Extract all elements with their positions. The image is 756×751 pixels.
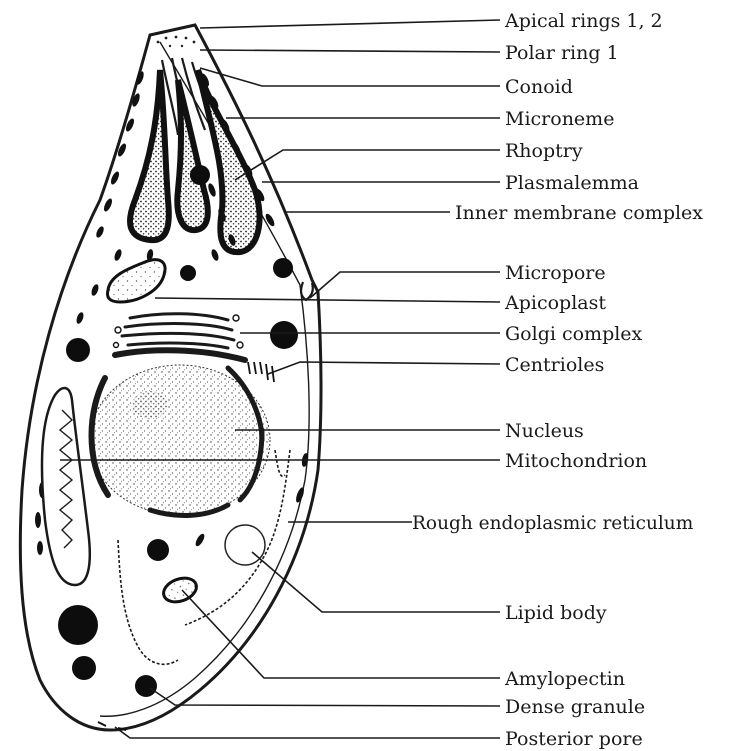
centrioles-shape (248, 362, 274, 382)
label-rhoptry: Rhoptry (505, 140, 583, 162)
apicoplast-shape (108, 260, 166, 302)
label-lipid-body: Lipid body (505, 602, 607, 624)
label-polar-ring: Polar ring 1 (505, 42, 619, 64)
label-inner-membrane-complex: Inner membrane complex (455, 202, 703, 224)
label-posterior-pore: Posterior pore (505, 728, 643, 750)
amylopectin-shape (160, 574, 199, 606)
label-mitochondrion: Mitochondrion (505, 450, 647, 472)
labels: Apical rings 1, 2 Polar ring 1 Conoid Mi… (412, 10, 703, 750)
label-centrioles: Centrioles (505, 354, 604, 376)
label-plasmalemma: Plasmalemma (505, 172, 639, 194)
label-dense-granule: Dense granule (505, 696, 645, 718)
label-microneme: Microneme (505, 108, 614, 130)
label-golgi-complex: Golgi complex (505, 323, 643, 345)
label-micropore: Micropore (505, 262, 606, 284)
label-apicoplast: Apicoplast (504, 292, 606, 314)
label-apical-rings: Apical rings 1, 2 (504, 10, 663, 32)
label-amylopectin: Amylopectin (504, 668, 625, 690)
nucleus-shape (90, 350, 270, 515)
rhoptries (130, 70, 260, 252)
golgi-stack (122, 314, 234, 348)
mitochondrion-shape (42, 388, 90, 585)
label-nucleus: Nucleus (505, 420, 584, 442)
label-conoid: Conoid (505, 76, 573, 98)
leader-lines (60, 20, 500, 738)
label-rough-er: Rough endoplasmic reticulum (412, 513, 694, 534)
